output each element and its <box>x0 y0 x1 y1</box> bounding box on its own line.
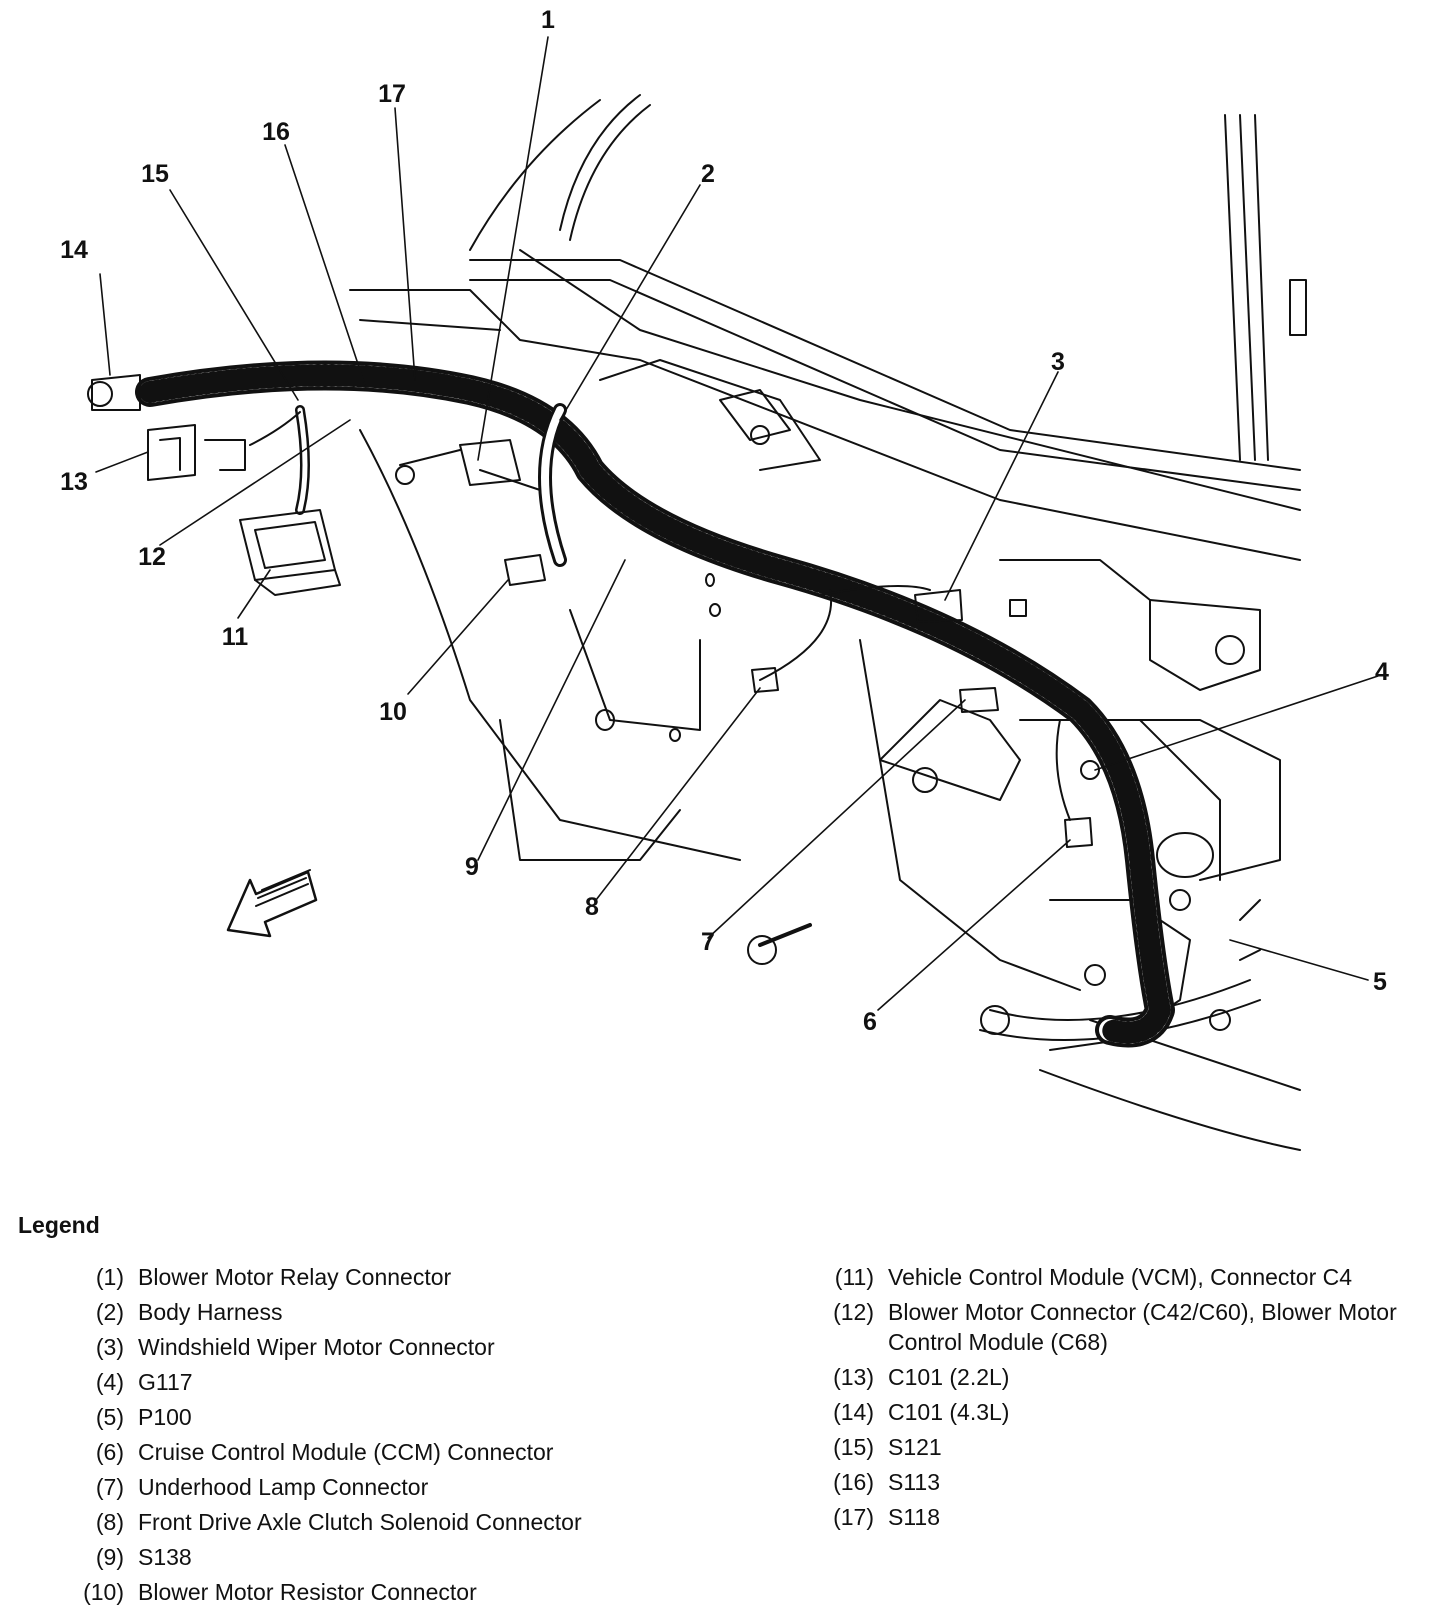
legend-item-text: Cruise Control Module (CCM) Connector <box>138 1439 554 1465</box>
legend-right-column: (11) Vehicle Control Module (VCM), Connec… <box>833 1262 1448 1537</box>
cowl-panel <box>349 249 1301 691</box>
legend-item-number: (7) <box>95 1474 124 1500</box>
legend-item: (16) S113 <box>833 1467 1448 1497</box>
callout-15: 15 <box>141 160 169 188</box>
connectors <box>87 374 1261 965</box>
legend-item: (10) Blower Motor Resistor Connector <box>83 1577 738 1607</box>
branch-harness <box>249 403 1071 821</box>
legend-item-number: (5) <box>95 1404 124 1430</box>
callout-3: 3 <box>1051 348 1065 376</box>
legend-item-text: Blower Motor Connector (C42/C60), Blower… <box>888 1299 1397 1355</box>
legend-item-number: (17) <box>833 1504 874 1530</box>
legend-item-text: S138 <box>138 1544 192 1570</box>
legend-title: Legend <box>18 1212 100 1238</box>
legend-item: (3) Windshield Wiper Motor Connector <box>96 1332 738 1362</box>
callout-11: 11 <box>222 623 249 651</box>
legend-item: (9) S138 <box>96 1542 738 1572</box>
callout-2: 2 <box>701 160 715 188</box>
legend-item-text: Body Harness <box>138 1299 283 1325</box>
legend-item-number: (12) <box>833 1299 874 1325</box>
legend-item-text: S121 <box>888 1434 942 1460</box>
callout-9: 9 <box>465 853 479 881</box>
legend-item-number: (13) <box>833 1364 874 1390</box>
legend-item: (1) Blower Motor Relay Connector <box>96 1262 738 1292</box>
windshield-pillar-left <box>469 94 651 251</box>
legend-item: (17) S118 <box>833 1502 1448 1532</box>
legend-item-text: C101 (4.3L) <box>888 1399 1010 1425</box>
legend-item-number: (10) <box>83 1579 124 1605</box>
callout-16: 16 <box>262 118 290 146</box>
callout-10: 10 <box>379 698 407 726</box>
legend-item: (4) G117 <box>96 1367 738 1397</box>
legend-item-number: (15) <box>833 1434 874 1460</box>
legend-item: (6) Cruise Control Module (CCM) Connector <box>96 1437 738 1467</box>
callout-13: 13 <box>60 468 88 496</box>
legend-item-text: P100 <box>138 1404 192 1430</box>
legend-item-text: S113 <box>888 1469 941 1495</box>
legend-item-number: (14) <box>833 1399 874 1425</box>
legend-item-text: Blower Motor Resistor Connector <box>138 1579 477 1605</box>
legend-item-text: Vehicle Control Module (VCM), Connector … <box>888 1264 1353 1290</box>
harness-diagram: 1 2 3 4 5 6 7 8 9 10 11 12 13 14 15 16 1… <box>60 6 1389 1151</box>
callout-labels: 1 2 3 4 5 6 7 8 9 10 11 12 13 14 15 16 1… <box>60 6 1389 1036</box>
legend-item-number: (16) <box>833 1469 874 1495</box>
legend-item-text: C101 (2.2L) <box>888 1364 1010 1390</box>
legend-left-column: (1) Blower Motor Relay Connector (2) Body … <box>83 1262 738 1612</box>
legend-item: (13) C101 (2.2L) <box>833 1362 1448 1392</box>
windshield-pillar-right <box>1224 114 1307 461</box>
legend-item-text: Underhood Lamp Connector <box>138 1474 429 1500</box>
legend-item: (12) Blower Motor Connector (C42/C60), Bl… <box>833 1297 1448 1357</box>
legend-item-number: (3) <box>95 1334 124 1360</box>
legend-item-text: Windshield Wiper Motor Connector <box>138 1334 495 1360</box>
legend-item: (15) S121 <box>833 1432 1448 1462</box>
callout-4: 4 <box>1375 658 1389 686</box>
legend-item: (8) Front Drive Axle Clutch Solenoid Conn… <box>96 1507 738 1537</box>
legend-item: (2) Body Harness <box>96 1297 738 1327</box>
callout-12: 12 <box>138 543 166 571</box>
callout-5: 5 <box>1373 968 1387 996</box>
legend-item-number: (2) <box>95 1299 124 1325</box>
forward-arrow-icon <box>226 869 318 938</box>
legend-item-number: (1) <box>95 1264 124 1290</box>
legend-item: (7) Underhood Lamp Connector <box>96 1472 738 1502</box>
legend-item-number: (8) <box>95 1509 124 1535</box>
main-harness <box>135 360 1175 1048</box>
leader-lines <box>95 36 1379 1011</box>
legend-item-number: (4) <box>95 1369 124 1395</box>
fender-structure <box>359 429 1301 1151</box>
legend-item: (5) P100 <box>96 1402 738 1432</box>
legend-item: (11) Vehicle Control Module (VCM), Connec… <box>835 1262 1448 1292</box>
callout-17: 17 <box>378 80 406 108</box>
legend-item-number: (6) <box>95 1439 124 1465</box>
callout-1: 1 <box>541 6 555 34</box>
legend-item: (14) C101 (4.3L) <box>833 1397 1448 1427</box>
legend-item-number: (11) <box>834 1264 874 1290</box>
callout-14: 14 <box>60 236 88 264</box>
callout-6: 6 <box>863 1008 877 1036</box>
callout-8: 8 <box>585 893 599 921</box>
legend-item-text: Front Drive Axle Clutch Solenoid Connect… <box>138 1509 582 1535</box>
legend-item-text: S118 <box>888 1504 941 1530</box>
legend-item-text: Blower Motor Relay Connector <box>138 1264 452 1290</box>
callout-7: 7 <box>701 928 715 956</box>
legend-item-number: (9) <box>95 1544 124 1570</box>
legend-item-text: G117 <box>138 1369 193 1395</box>
